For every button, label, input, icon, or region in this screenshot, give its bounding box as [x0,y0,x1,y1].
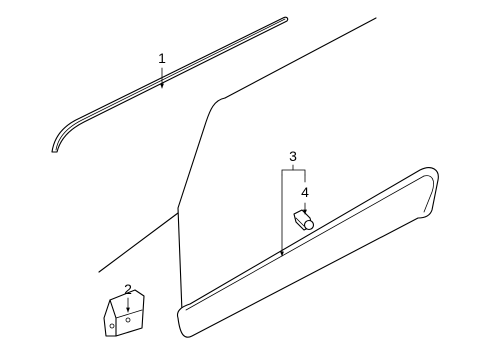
bracket-side-flange [103,299,117,337]
roof-molding-inner-edge [55,18,286,151]
callout-leaders [126,67,307,313]
fender-line [98,212,179,273]
roof-edge-line [224,17,377,99]
callout-4: 4 [301,184,309,200]
callout-1: 1 [158,50,166,66]
callout-3: 3 [289,148,297,164]
roof-molding-shape [51,16,289,153]
clip-stem [295,217,305,227]
part-roof-molding [51,16,289,153]
callout-labels: 1 2 3 4 [124,50,309,297]
bracket-hole-2 [125,317,131,323]
vehicle-body-outline [98,17,377,313]
bracket-fold-line [115,309,143,319]
clip-head [303,219,315,231]
callout-2: 2 [124,281,132,297]
bracket-hole-1 [109,323,115,329]
part-clip [293,209,315,231]
door-frame-front [177,97,226,313]
part-side-molding [176,167,439,338]
side-molding-end-curve [423,175,434,213]
side-molding-shape [176,167,439,338]
side-molding-top-edge [185,175,425,311]
leader-bracket-3 [281,169,306,176]
part-bracket [103,289,145,337]
